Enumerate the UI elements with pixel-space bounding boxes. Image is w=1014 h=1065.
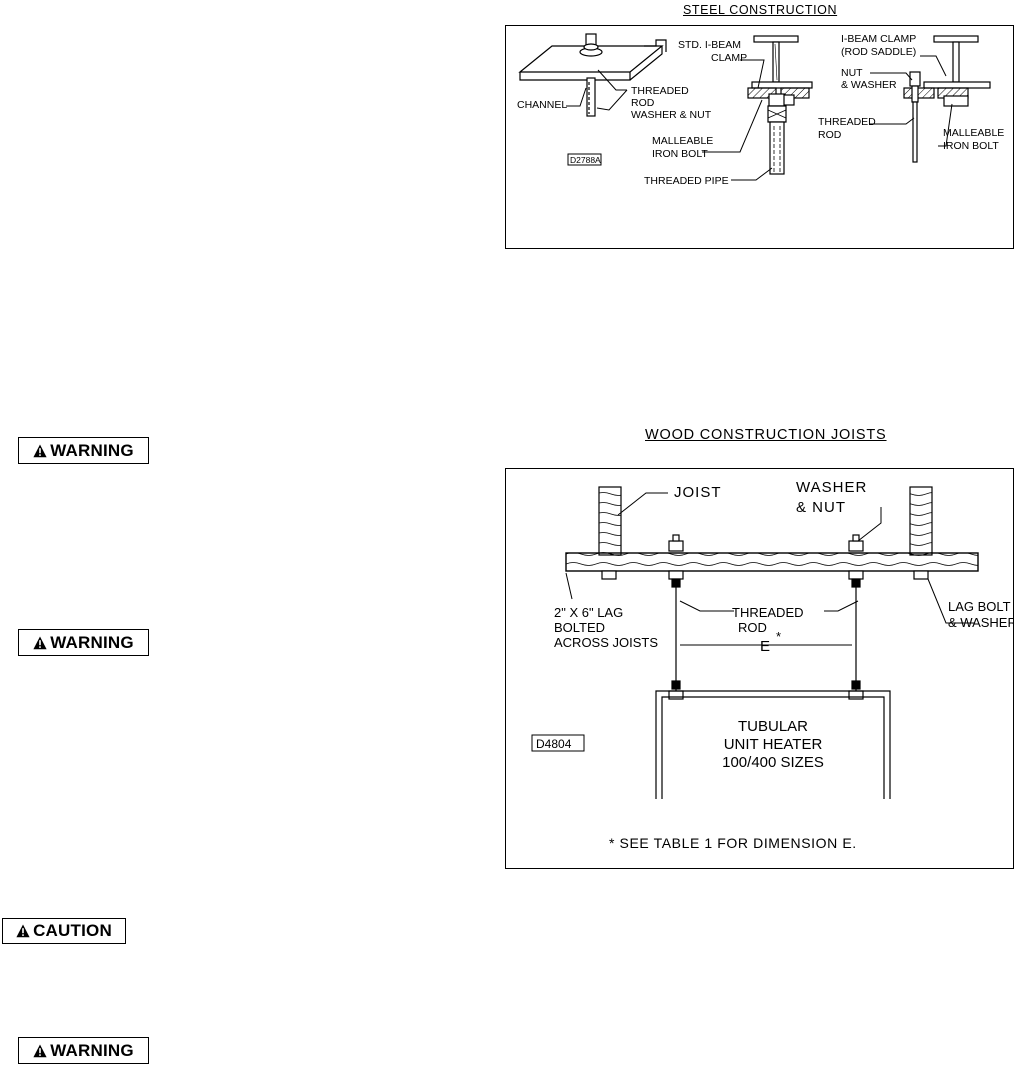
threaded-r-label-1: THREADED [818, 116, 876, 128]
warning-badge-label: WARNING [50, 632, 134, 652]
steel-diagram-svg: CHANNEL THREADED ROD WASHER & NUT D2788A [517, 33, 1004, 187]
wood-code-label: D4804 [536, 737, 572, 751]
lag-bolts [601, 570, 929, 580]
malleable-r-label-1: MALLEABLE [943, 127, 1004, 139]
steel-construction-title: STEEL CONSTRUCTION [683, 3, 838, 17]
unit-heater-outline [655, 690, 891, 799]
lag-board [565, 552, 979, 572]
channel-label: CHANNEL [517, 99, 567, 111]
dimension-e-star: * [776, 629, 781, 644]
channel-threaded-rod [579, 33, 603, 117]
threaded-rods [668, 534, 864, 700]
steel-construction-diagram: CHANNEL THREADED ROD WASHER & NUT D2788A [505, 25, 1014, 249]
ibeam-clamp-label-1: I-BEAM CLAMP [841, 33, 916, 45]
warning-triangle-icon [16, 924, 30, 938]
lagbolt-label-2: & WASHER [948, 615, 1014, 630]
warning-badge-2: WARNING [18, 629, 149, 656]
channel-plate [518, 39, 667, 81]
washer-nut-label: WASHER & NUT [631, 109, 712, 121]
steel-code-box [567, 153, 602, 166]
saddle-clamp-leaders [870, 55, 953, 147]
wood-leaders [565, 492, 974, 624]
joist-left [598, 486, 622, 556]
washer-label-2: & NUT [796, 499, 846, 516]
wood-diagram-svg: JOIST WASHER & NUT 2" X 6" LAG BOLTED AC… [531, 479, 1014, 851]
threaded-r-label-2: ROD [818, 129, 842, 141]
warning-triangle-icon [33, 1044, 47, 1058]
std-clamp-leaders [702, 59, 773, 181]
joist-right [909, 486, 933, 556]
caution-badge-label: CAUTION [33, 921, 112, 940]
caution-badge: CAUTION [2, 918, 126, 944]
rod-label-2: ROD [738, 620, 767, 635]
lag-label-2: BOLTED [554, 620, 605, 635]
malleable-label-2: IRON BOLT [652, 148, 708, 160]
dimension-note: * SEE TABLE 1 FOR DIMENSION E. [609, 835, 857, 851]
lag-label-1: 2" X 6" LAG [554, 605, 623, 620]
lagbolt-label-1: LAG BOLT [948, 599, 1011, 614]
std-clamp-label-1: STD. I-BEAM [678, 39, 741, 51]
rod-saddle-clamp [903, 35, 991, 163]
steel-code-label: D2788A [570, 155, 601, 165]
joist-label: JOIST [674, 484, 722, 501]
nut-label-2: & WASHER [841, 79, 897, 91]
warning-badge-label: WARNING [50, 440, 134, 460]
rod-label-1: THREADED [732, 605, 804, 620]
heater-label-1: TUBULAR [738, 718, 808, 735]
threaded-pipe-label: THREADED PIPE [644, 175, 729, 187]
dimension-e-line [675, 639, 857, 651]
heater-label-2: UNIT HEATER [724, 736, 823, 753]
warning-badge-label: WARNING [50, 1040, 134, 1060]
nut-label-1: NUT [841, 67, 863, 79]
wood-construction-diagram: JOIST WASHER & NUT 2" X 6" LAG BOLTED AC… [505, 468, 1014, 869]
warning-triangle-icon [33, 444, 47, 458]
threaded-rod-label-2: ROD [631, 97, 655, 109]
washer-label-1: WASHER [796, 479, 867, 496]
warning-triangle-icon [33, 636, 47, 650]
dimension-e-label: E [760, 638, 770, 655]
lag-label-3: ACROSS JOISTS [554, 635, 658, 650]
std-clamp-label-2: CLAMP [711, 52, 747, 64]
warning-badge-3: WARNING [18, 1037, 149, 1064]
warning-badge-1: WARNING [18, 437, 149, 464]
malleable-r-label-2: IRON BOLT [943, 140, 999, 152]
heater-label-3: 100/400 SIZES [722, 754, 824, 771]
malleable-label-1: MALLEABLE [652, 135, 713, 147]
ibeam-clamp-label-2: (ROD SADDLE) [841, 46, 916, 58]
channel-leaders [566, 69, 628, 111]
std-ibeam-clamp [747, 35, 813, 175]
threaded-rod-label-1: THREADED [631, 85, 689, 97]
wood-code-box [531, 734, 585, 752]
wood-construction-title: WOOD CONSTRUCTION JOISTS [645, 427, 887, 443]
